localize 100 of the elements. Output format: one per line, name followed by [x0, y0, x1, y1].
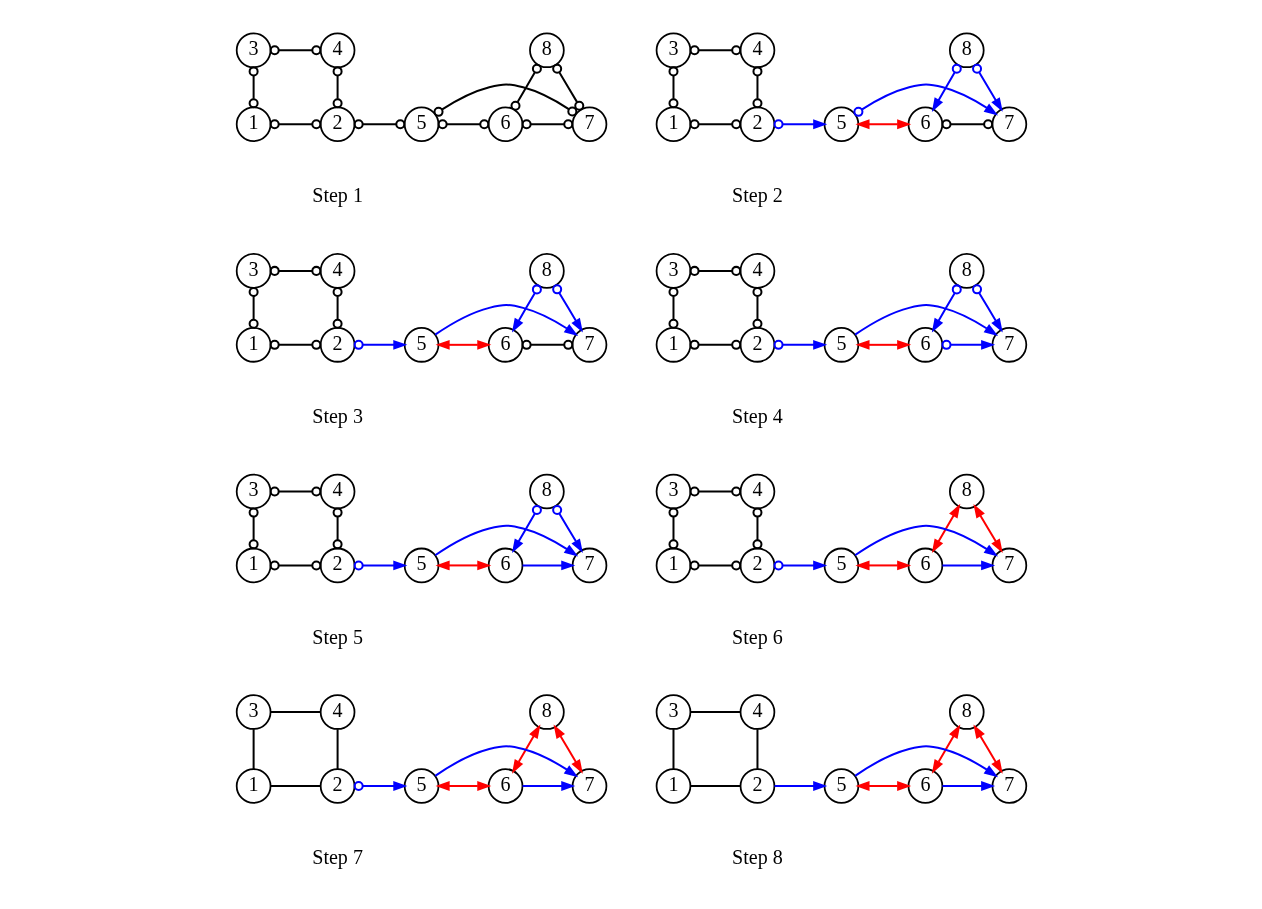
connector [521, 339, 573, 350]
arrow [434, 304, 578, 337]
connector [269, 339, 321, 350]
node-circle: 1 [655, 327, 691, 363]
connector [270, 711, 320, 714]
arrow [522, 560, 575, 571]
label: Step 1 [311, 184, 363, 207]
connector [332, 66, 343, 109]
arrow [353, 781, 407, 792]
connector [248, 507, 259, 550]
node-circle: 2 [739, 547, 775, 584]
node-circle: 6 [487, 768, 523, 804]
arrow [971, 284, 1003, 333]
connector [667, 66, 678, 109]
node-circle: 8 [528, 32, 565, 69]
node-circle: 5 [403, 106, 439, 143]
arrow [511, 724, 540, 774]
connector [269, 560, 321, 571]
connector [269, 119, 321, 130]
node-circle: 6 [487, 547, 523, 584]
arrow [773, 560, 827, 571]
node-circle: 8 [528, 253, 565, 289]
node-circle: 8 [528, 473, 565, 510]
node-circle: 4 [319, 694, 355, 730]
node-circle: 7 [991, 327, 1027, 363]
node-circle: 1 [235, 547, 271, 584]
arrow [854, 781, 911, 791]
node-circle: 6 [907, 768, 943, 804]
arrow [854, 524, 998, 557]
arrow [553, 724, 583, 774]
connector [672, 729, 674, 769]
arrow [773, 339, 827, 350]
label: Step 6 [731, 625, 783, 648]
label: Step 8 [731, 846, 783, 869]
arrow [931, 724, 960, 774]
node-circle: 6 [907, 327, 943, 363]
label: Step 3 [311, 404, 363, 427]
arrow [854, 339, 911, 350]
arrow [971, 63, 1003, 112]
node-circle: 2 [739, 768, 775, 804]
node-circle: 8 [948, 253, 985, 289]
node-circle: 8 [528, 694, 565, 730]
arrow [353, 560, 407, 571]
node-circle: 8 [948, 32, 985, 69]
connector [689, 339, 741, 350]
arrow [854, 304, 998, 337]
node-circle: 4 [319, 473, 355, 510]
node-circle: 5 [403, 547, 439, 584]
arrow [511, 504, 542, 554]
arrow [522, 781, 575, 791]
node-circle: 4 [739, 253, 775, 289]
node-circle: 6 [487, 327, 523, 363]
connector [755, 729, 758, 769]
connector [332, 287, 343, 329]
connector [751, 66, 762, 109]
node-circle: 7 [571, 106, 607, 143]
node-circle: 7 [991, 106, 1027, 143]
connector [510, 63, 542, 111]
arrow [931, 503, 960, 554]
node-circle: 6 [907, 106, 943, 143]
node-circle: 2 [319, 768, 355, 804]
connector [667, 287, 678, 329]
node-circle: 7 [991, 547, 1027, 584]
arrow [972, 724, 1003, 774]
node-circle: 6 [907, 547, 943, 584]
arrow [854, 745, 998, 778]
arrow [854, 560, 911, 571]
node-circle: 5 [823, 768, 859, 804]
node-circle: 1 [235, 768, 271, 804]
connector [336, 729, 339, 769]
connector [551, 63, 584, 111]
node-circle: 5 [823, 327, 859, 363]
connector [751, 287, 762, 329]
node-circle: 2 [739, 327, 775, 363]
arrow [551, 284, 583, 333]
node-circle: 2 [319, 327, 355, 363]
node-circle: 4 [319, 253, 355, 289]
connector [252, 729, 255, 769]
connector [269, 265, 321, 276]
node-circle: 5 [823, 106, 859, 143]
node-circle: 7 [571, 547, 607, 584]
node-circle: 1 [655, 547, 691, 584]
arrow [774, 781, 827, 791]
node-circle: 7 [991, 768, 1027, 804]
arrow [435, 560, 491, 571]
arrow [941, 781, 995, 791]
connector [433, 83, 577, 117]
node-circle: 3 [655, 32, 691, 69]
node-circle: 4 [739, 473, 775, 510]
node-circle: 6 [487, 106, 523, 143]
connector [690, 711, 740, 714]
connector [690, 785, 740, 787]
connector [689, 265, 741, 276]
arrow [972, 503, 1003, 554]
arrow [940, 339, 995, 350]
arrow [931, 284, 962, 333]
connector [248, 66, 259, 109]
node-circle: 3 [235, 694, 271, 730]
node-circle: 8 [948, 694, 985, 730]
arrow [852, 83, 998, 117]
